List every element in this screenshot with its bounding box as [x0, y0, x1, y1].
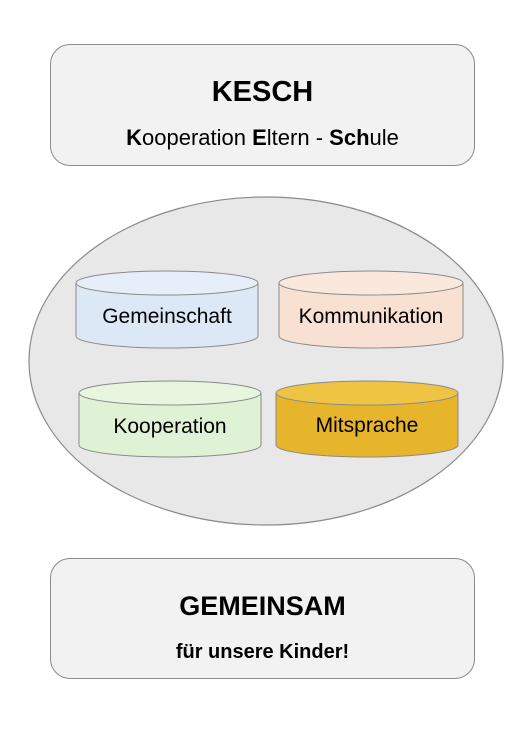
subtitle-part-e: E: [252, 125, 267, 150]
pillar-mitsprache: Mitsprache: [275, 380, 459, 458]
pillar-top: [275, 380, 459, 406]
pillar-gemeinschaft: Gemeinschaft: [75, 270, 259, 349]
subtitle-part-ooperation: ooperation: [142, 125, 253, 150]
pillar-label: Kooperation: [113, 415, 226, 438]
subtitle-part-k: K: [126, 125, 143, 150]
pillar-body: [78, 393, 262, 458]
pillar-body: [75, 283, 259, 349]
subtitle-part-sch: Sch: [329, 125, 370, 150]
header-box: KESCH Kooperation Eltern - Schule: [50, 44, 475, 166]
subtitle-part-ltern: ltern -: [266, 125, 330, 150]
pillar-top: [78, 380, 262, 406]
subtitle-part-ule: ule: [369, 125, 399, 150]
pillar-top: [75, 270, 259, 296]
footer-subtitle: für unsere Kinder!: [175, 641, 350, 663]
pillar-label: Kommunikation: [299, 305, 444, 328]
pillar-label: Mitsprache: [316, 414, 419, 437]
footer-title: GEMEINSAM: [179, 591, 346, 621]
pillar-kooperation: Kooperation: [78, 380, 262, 458]
pillar-label: Gemeinschaft: [102, 305, 232, 328]
pillar-top: [278, 270, 464, 296]
header-title: KESCH: [211, 76, 314, 108]
pillar-body: [275, 393, 459, 458]
pillar-kommunikation: Kommunikation: [278, 270, 464, 349]
footer-box: GEMEINSAM für unsere Kinder!: [50, 558, 475, 679]
header-subtitle: Kooperation Eltern - Schule: [51, 125, 474, 151]
container-ellipse: [28, 196, 504, 526]
pillar-body: [278, 283, 464, 349]
